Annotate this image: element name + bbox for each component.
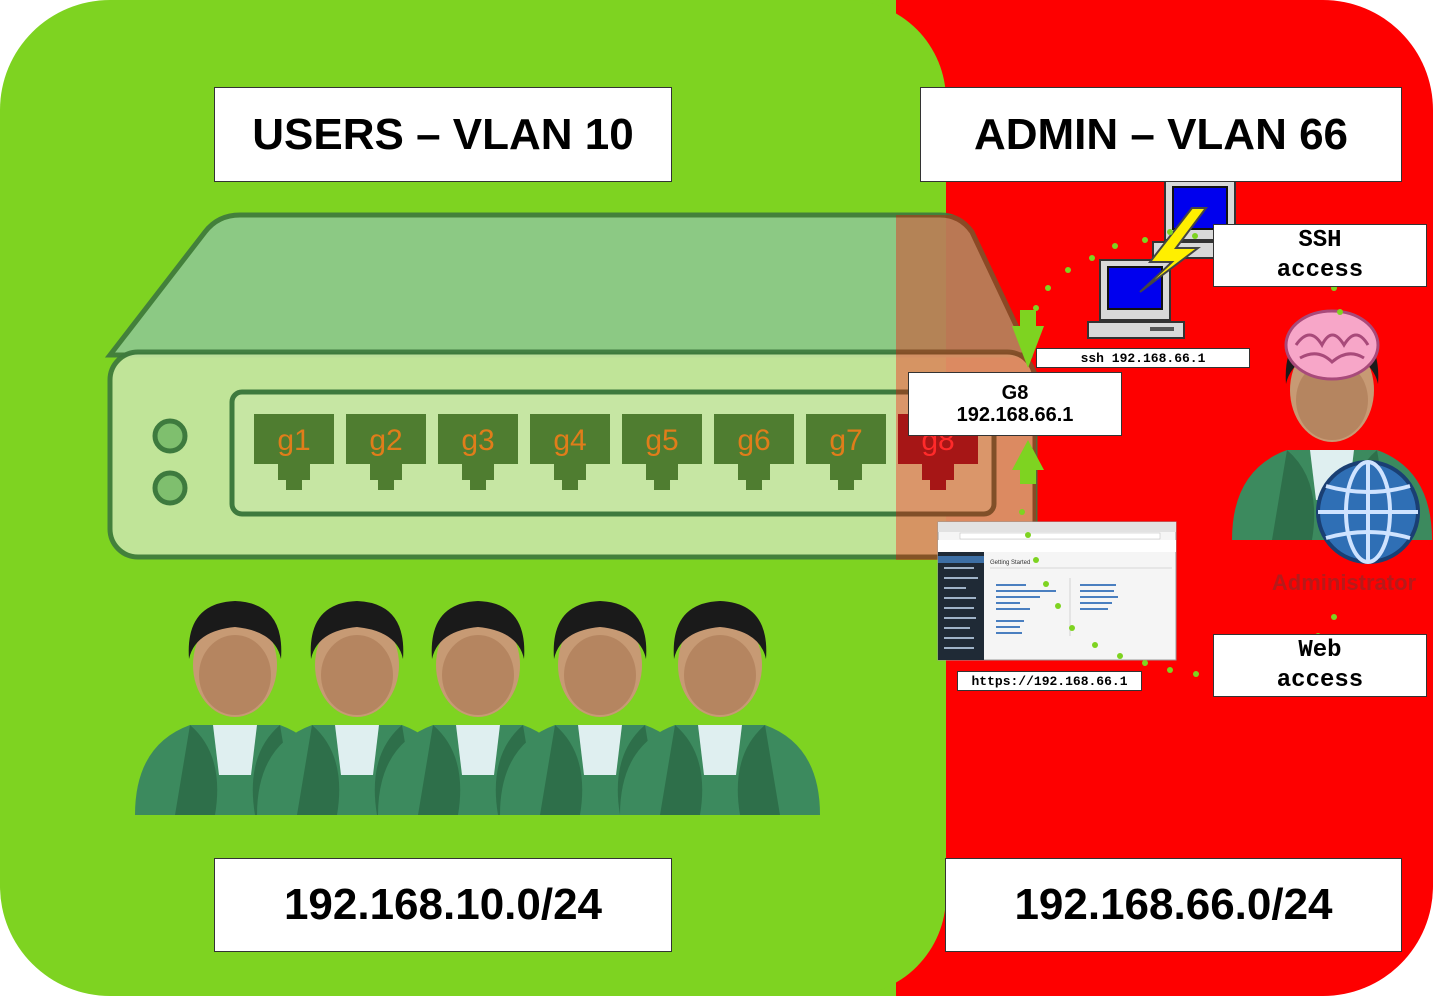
access-arrows bbox=[1012, 310, 1044, 484]
web-url: https://192.168.66.1 bbox=[957, 671, 1142, 691]
users-vlan-title: USERS – VLAN 10 bbox=[214, 87, 672, 182]
port-label: g1 bbox=[277, 424, 310, 457]
port-label: g6 bbox=[737, 424, 770, 457]
port-g5: g5 bbox=[622, 414, 702, 490]
users-group bbox=[135, 601, 820, 815]
web-ui-screenshot: Getting Started bbox=[937, 521, 1177, 661]
admin-subnet: 192.168.66.0/24 bbox=[945, 858, 1402, 952]
connection-dot bbox=[1117, 653, 1123, 659]
connection-dot bbox=[1142, 237, 1148, 243]
connection-dot bbox=[1167, 229, 1173, 235]
connection-dot bbox=[1033, 557, 1039, 563]
connection-dot bbox=[1065, 267, 1071, 273]
brain-icon bbox=[1284, 309, 1380, 381]
port-g4: g4 bbox=[530, 414, 610, 490]
port-g3: g3 bbox=[438, 414, 518, 490]
mgmt-port-box: G8 192.168.66.1 bbox=[908, 372, 1122, 436]
port-g1: g1 bbox=[254, 414, 334, 490]
port-g2: g2 bbox=[346, 414, 426, 490]
connection-dot bbox=[1192, 233, 1198, 239]
connection-dot bbox=[1033, 305, 1039, 311]
mgmt-port-name: G8 bbox=[1001, 382, 1029, 404]
computer-icon bbox=[1087, 259, 1185, 339]
lightning-icon bbox=[1139, 207, 1208, 293]
administrator-caption: Administrator bbox=[1272, 570, 1417, 595]
connection-dot bbox=[1069, 625, 1075, 631]
port-label: g4 bbox=[553, 424, 586, 457]
user-icon bbox=[620, 601, 820, 815]
port-g6: g6 bbox=[714, 414, 794, 490]
port-label: g2 bbox=[369, 424, 402, 457]
mgmt-port-ip: 192.168.66.1 bbox=[956, 404, 1074, 426]
connection-dot bbox=[1193, 671, 1199, 677]
connection-dot bbox=[1055, 603, 1061, 609]
ssh-command: ssh 192.168.66.1 bbox=[1036, 348, 1250, 368]
connection-dot bbox=[1337, 309, 1343, 315]
connection-dot bbox=[1112, 243, 1118, 249]
connection-dot bbox=[1045, 285, 1051, 291]
port-label: g7 bbox=[829, 424, 862, 457]
connection-dot bbox=[1167, 667, 1173, 673]
connection-dot bbox=[1019, 509, 1025, 515]
connection-dot bbox=[1025, 532, 1031, 538]
ssh-computers bbox=[1087, 179, 1250, 339]
port-g7: g7 bbox=[806, 414, 886, 490]
connection-dot bbox=[1043, 581, 1049, 587]
web-ui-title: Getting Started bbox=[990, 560, 1030, 566]
users-subnet: 192.168.10.0/24 bbox=[214, 858, 672, 952]
connection-dot bbox=[1089, 255, 1095, 261]
port-label: g5 bbox=[645, 424, 678, 457]
connection-dot bbox=[1331, 614, 1337, 620]
administrator-figure bbox=[1232, 309, 1432, 564]
globe-icon bbox=[1316, 460, 1420, 564]
port-label: g3 bbox=[461, 424, 494, 457]
connection-dot bbox=[1092, 642, 1098, 648]
ssh-access-label: SSH access bbox=[1213, 224, 1427, 287]
connection-dot bbox=[1142, 660, 1148, 666]
admin-vlan-title: ADMIN – VLAN 66 bbox=[920, 87, 1402, 182]
web-access-label: Web access bbox=[1213, 634, 1427, 697]
